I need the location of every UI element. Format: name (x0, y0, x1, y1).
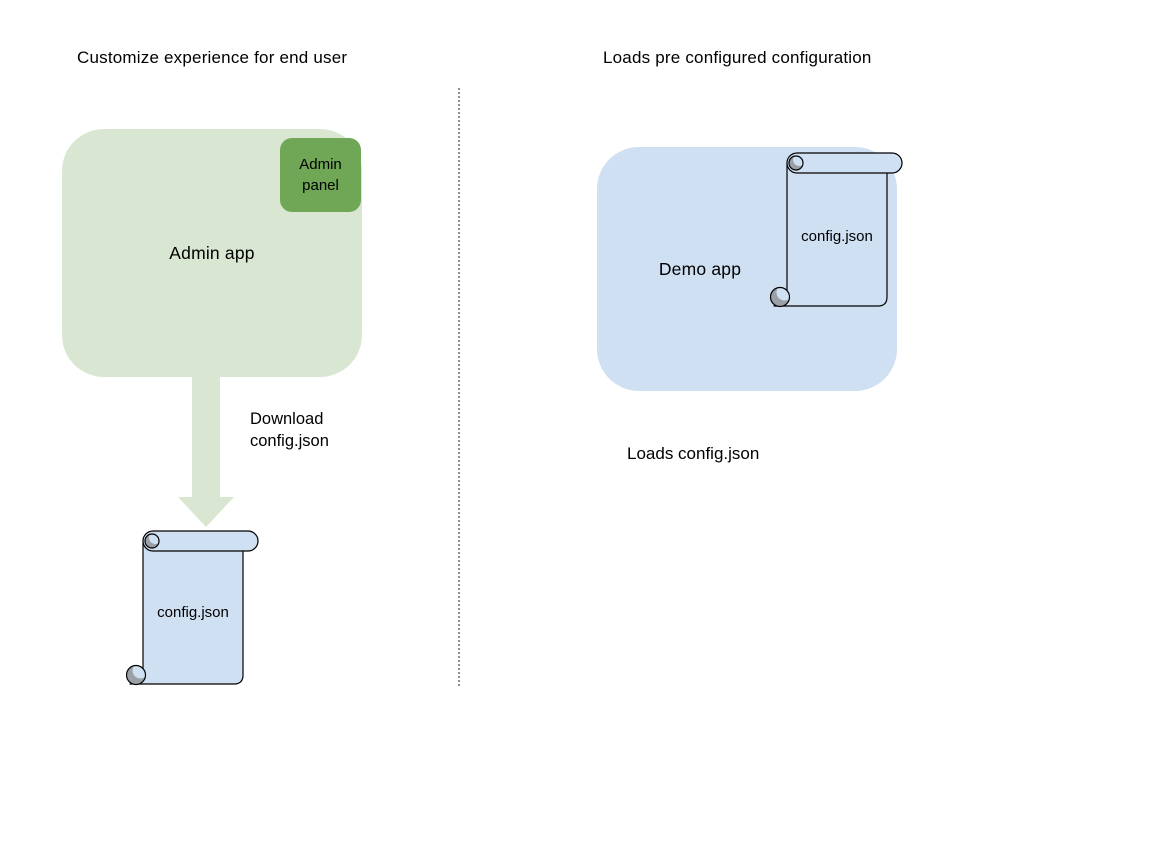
admin-app-box: Admin app Admin panel (62, 129, 362, 377)
demo-app-label: Demo app (658, 258, 742, 279)
download-arrow-label: Download config.json (250, 410, 329, 450)
config-file-scroll-icon (770, 152, 903, 308)
section-divider (458, 88, 460, 686)
admin-panel-label: Admin panel (299, 156, 342, 194)
download-arrow-icon (178, 376, 234, 527)
left-config-file-label: config.json (157, 604, 229, 621)
admin-app-label: Admin app (169, 242, 255, 263)
right-section-title: Loads pre configured configuration (603, 48, 872, 67)
loads-config-caption: Loads config.json (627, 444, 760, 463)
admin-panel-box: Admin panel (280, 138, 361, 212)
left-section-title: Customize experience for end user (77, 48, 348, 67)
config-file-scroll-icon (126, 530, 259, 686)
right-config-file-label: config.json (801, 228, 873, 245)
